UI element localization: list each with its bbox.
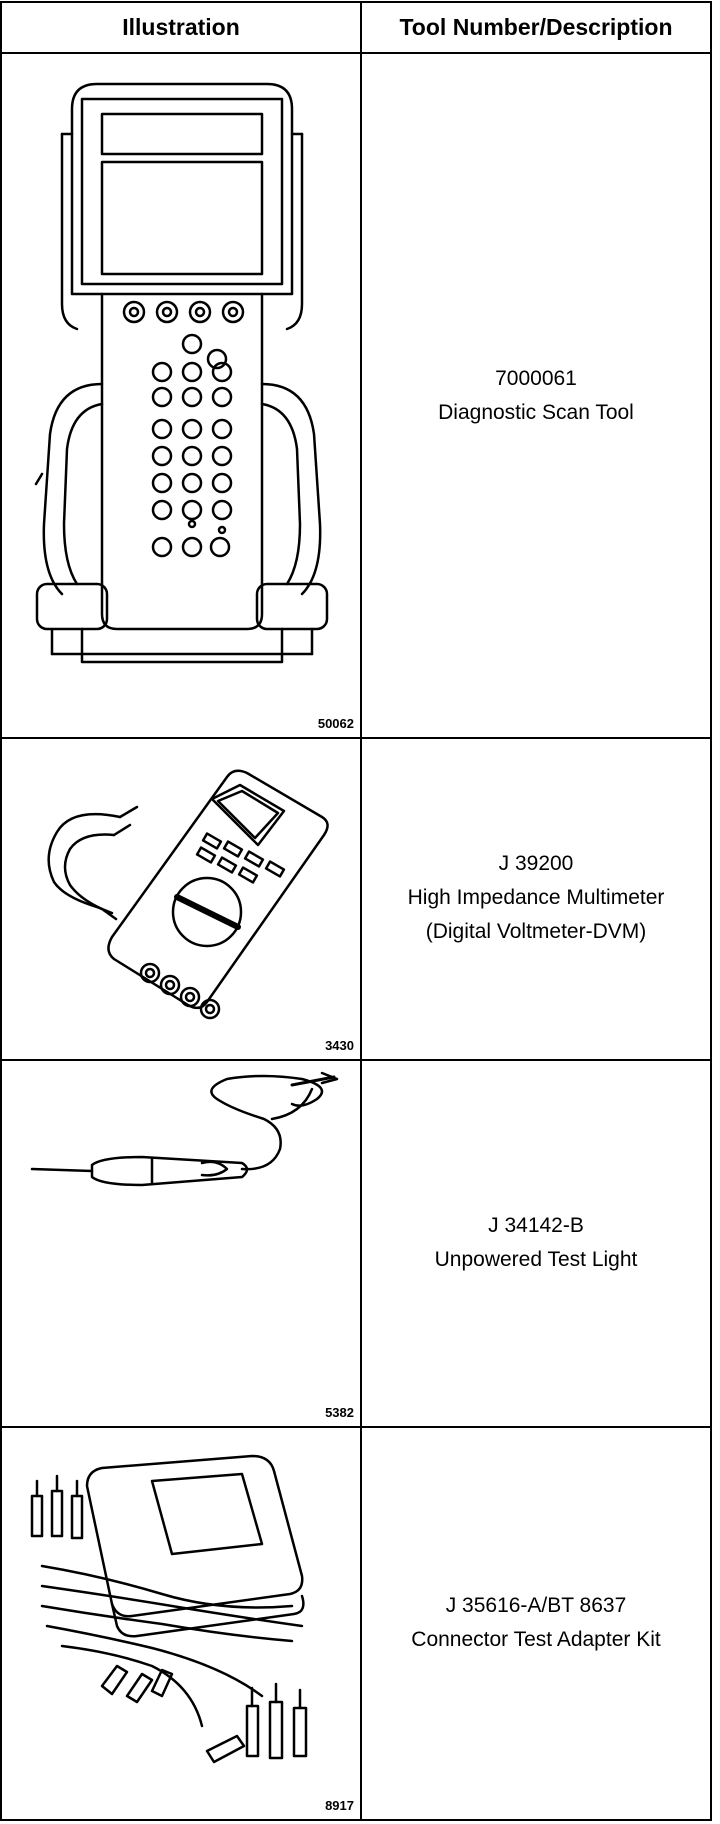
test-light-illustration: 5382 — [2, 1059, 360, 1426]
figure-number: 5382 — [325, 1405, 354, 1420]
column-divider — [360, 3, 362, 1819]
tool-name: High Impedance Multimeter — [407, 886, 665, 909]
header-illustration: Illustration — [122, 14, 240, 40]
figure-number: 50062 — [317, 716, 354, 731]
table-row-scan-tool: 50062 7000061 Diagnostic Scan Tool — [2, 54, 710, 739]
multimeter-illustration: 3430 — [2, 737, 360, 1059]
tool-description: J 34142-B Unpowered Test Light — [362, 1059, 710, 1426]
table-row-multimeter: 3430 J 39200 High Impedance Multimeter (… — [2, 737, 710, 1061]
tool-name-detail: (Digital Voltmeter-DVM) — [425, 920, 647, 943]
header-description: Tool Number/Description — [399, 14, 673, 40]
table-row-test-light: 5382 J 34142-B Unpowered Test Light — [2, 1059, 710, 1428]
tool-number: J 39200 — [498, 852, 574, 875]
tool-number: 7000061 — [495, 366, 577, 390]
tool-description: J 39200 High Impedance Multimeter (Digit… — [362, 737, 710, 1059]
adapter-kit-illustration: 8917 — [2, 1426, 360, 1819]
tool-description: J 35616-A/BT 8637 Connector Test Adapter… — [362, 1426, 710, 1819]
tool-number: J 35616-A/BT 8637 — [445, 1593, 627, 1617]
tool-description: 7000061 Diagnostic Scan Tool — [362, 54, 710, 737]
figure-number: 3430 — [325, 1038, 354, 1053]
figure-number: 8917 — [325, 1798, 354, 1813]
tool-name: Connector Test Adapter Kit — [411, 1627, 661, 1651]
tool-number: J 34142-B — [488, 1213, 584, 1237]
tool-name: Unpowered Test Light — [434, 1247, 638, 1271]
scan-tool-illustration: 50062 — [2, 54, 360, 737]
tool-name: Diagnostic Scan Tool — [438, 400, 634, 424]
table-row-adapter-kit: 8917 J 35616-A/BT 8637 Connector Test Ad… — [2, 1426, 710, 1819]
table-header: Illustration Tool Number/Description — [2, 3, 710, 54]
